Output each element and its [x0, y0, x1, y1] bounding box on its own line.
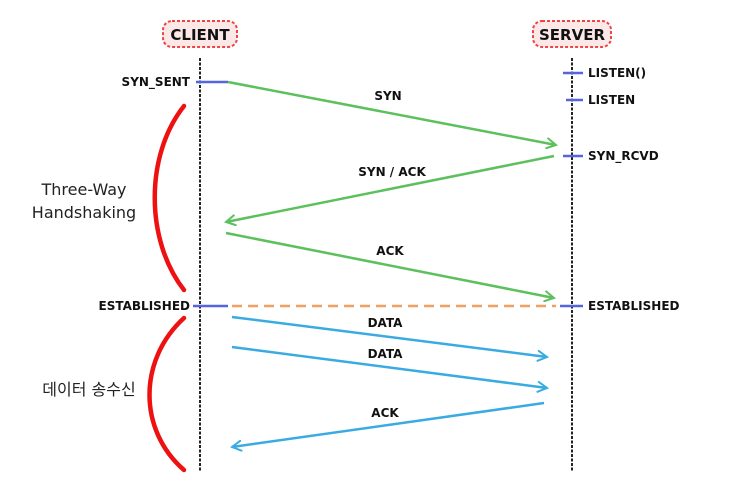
handshake-bracket: [152, 103, 187, 293]
syn-label: SYN: [374, 89, 401, 103]
server-header: SERVER: [532, 20, 612, 48]
syn-ack-label: SYN / ACK: [358, 165, 426, 179]
syn-arrow: [227, 80, 556, 145]
ack-2-arrow: [232, 401, 545, 447]
data-2-arrow: [231, 345, 547, 388]
client-state-syn-sent: SYN_SENT: [122, 75, 191, 90]
client-state-established: ESTABLISHED: [99, 299, 191, 313]
handshake-label-line-1: Three-Way: [40, 180, 126, 199]
syn-ack-arrow: [226, 154, 555, 222]
client-header-label: CLIENT: [170, 26, 230, 44]
transfer-bracket: [147, 315, 187, 473]
ack-label: ACK: [376, 244, 404, 258]
server-state-syn-rcvd: SYN_RCVD: [588, 149, 659, 164]
ack-arrow: [225, 231, 554, 298]
server-state-listen-call: LISTEN(): [588, 66, 646, 80]
handshake-label-line-2: Handshaking: [32, 203, 136, 222]
server-header-label: SERVER: [539, 26, 605, 44]
client-header-box: [162, 20, 238, 48]
data-1-arrow: [231, 315, 547, 357]
server-state-listen: LISTEN: [588, 93, 635, 107]
transfer-label: 데이터 송수신: [42, 380, 135, 399]
server-state-established: ESTABLISHED: [588, 299, 680, 313]
data-1-label: DATA: [368, 316, 404, 330]
data-2-label: DATA: [368, 347, 404, 361]
server-header-box: [532, 20, 612, 48]
client-header: CLIENT: [162, 20, 238, 48]
ack-2-label: ACK: [371, 406, 399, 420]
